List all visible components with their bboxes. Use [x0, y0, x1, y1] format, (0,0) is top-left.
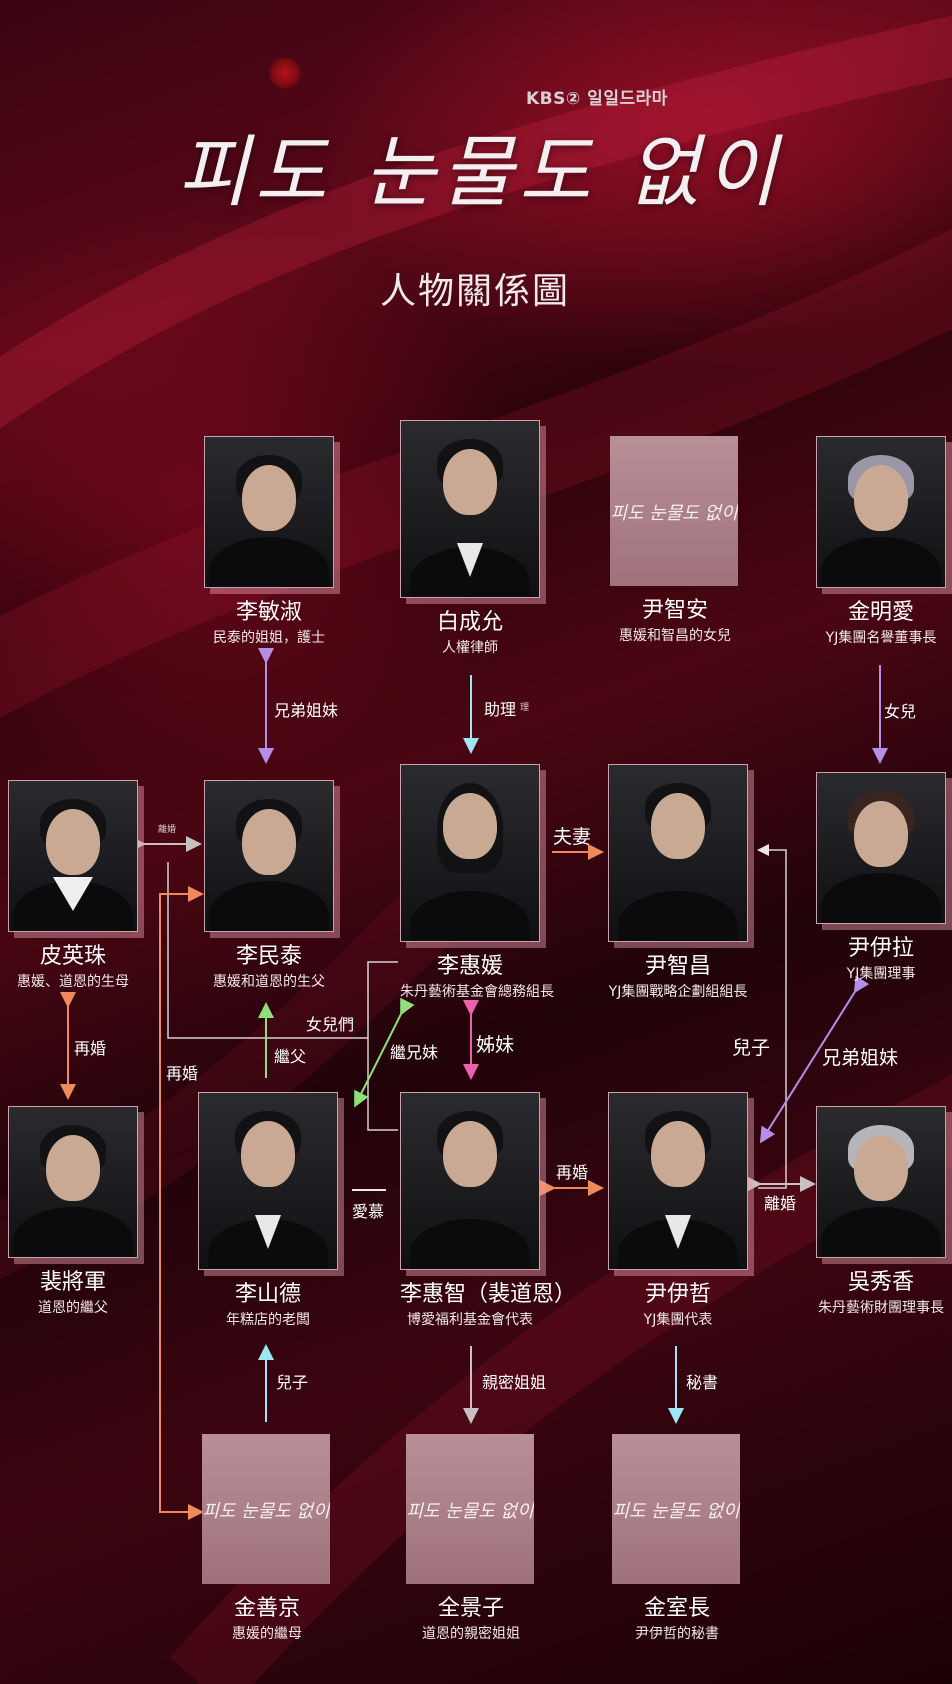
- character-name: 尹智昌: [608, 948, 748, 980]
- character-name: 尹智安: [610, 592, 740, 624]
- character-name: 金室長: [612, 1590, 742, 1622]
- character-name: 金明愛: [816, 594, 946, 626]
- relation-label: 再婚: [556, 1159, 588, 1183]
- portrait-li-mintai: [204, 780, 334, 932]
- character-role: 朱丹藝術財團理事長: [816, 1297, 946, 1317]
- placeholder-logo: 피도 눈물도 없이: [610, 499, 738, 525]
- relation-label: 理: [520, 700, 529, 713]
- card-jin-mingai: 金明愛 YJ集團名譽董事長: [816, 436, 946, 647]
- placeholder-logo: 피도 눈물도 없이: [406, 1497, 534, 1523]
- relation-label: 離婚: [158, 822, 176, 835]
- relation-label: 秘書: [686, 1369, 718, 1393]
- character-role: 惠媛的繼母: [202, 1623, 332, 1643]
- card-yin-yizhe: 尹伊哲 YJ集團代表: [608, 1092, 748, 1329]
- character-name: 李惠智（裴道恩）: [400, 1276, 540, 1308]
- portrait-li-shande: [198, 1092, 338, 1270]
- character-role: 年糕店的老闆: [198, 1309, 338, 1329]
- card-yin-yila: 尹伊拉 YJ集團理事: [816, 772, 946, 983]
- portrait-pei-jiangjun: [8, 1106, 138, 1258]
- relation-label: 兒子: [732, 1033, 770, 1060]
- character-role: 尹伊哲的秘書: [612, 1623, 742, 1643]
- portrait-placeholder: 피도 눈물도 없이: [202, 1434, 330, 1584]
- portrait-jin-mingai: [816, 436, 946, 588]
- character-role: YJ集團理事: [816, 963, 946, 983]
- card-li-shande: 李山德 年糕店的老闆: [198, 1092, 338, 1329]
- character-name: 皮英珠: [8, 938, 138, 970]
- relation-label: 姊妹: [476, 1030, 514, 1057]
- portrait-pi-yingzhu: [8, 780, 138, 932]
- character-role: 道恩的親密姐姐: [406, 1623, 536, 1643]
- card-yin-zhian: 피도 눈물도 없이 尹智安 惠媛和智昌的女兒: [610, 436, 740, 645]
- relation-label: 兒子: [276, 1369, 308, 1393]
- portrait-wu-xiuxiang: [816, 1106, 946, 1258]
- portrait-yin-zhichang: [608, 764, 748, 942]
- character-role: YJ集團戰略企劃組組長: [608, 981, 748, 1001]
- relation-label: 女兒們: [306, 1011, 354, 1035]
- placeholder-logo: 피도 눈물도 없이: [202, 1497, 330, 1523]
- portrait-yin-yizhe: [608, 1092, 748, 1270]
- portrait-li-huizhi: [400, 1092, 540, 1270]
- character-role: 惠媛和智昌的女兒: [610, 625, 740, 645]
- card-bai-chengyun: 白成允 人權律師: [400, 420, 540, 657]
- portrait-bai-chengyun: [400, 420, 540, 598]
- portrait-placeholder: 피도 눈물도 없이: [610, 436, 738, 586]
- relation-label: 繼父: [274, 1043, 306, 1067]
- relation-label: 夫妻: [553, 822, 591, 849]
- relation-label: 愛慕: [352, 1198, 384, 1222]
- character-name: 尹伊哲: [608, 1276, 748, 1308]
- portrait-placeholder: 피도 눈물도 없이: [406, 1434, 534, 1584]
- relation-label: 親密姐姐: [482, 1369, 546, 1393]
- character-name: 金善京: [202, 1590, 332, 1622]
- relation-label: 助理: [484, 696, 516, 720]
- character-role: 朱丹藝術基金會總務組長: [400, 981, 540, 1001]
- card-li-huizhi: 李惠智（裴道恩） 博愛福利基金會代表: [400, 1092, 540, 1329]
- character-role: YJ集團代表: [608, 1309, 748, 1329]
- relation-label: 再婚: [74, 1035, 106, 1059]
- character-role: 惠媛和道恩的生父: [204, 971, 334, 991]
- character-role: 惠媛、道恩的生母: [8, 971, 138, 991]
- character-role: 道恩的繼父: [8, 1297, 138, 1317]
- line-son-a: [758, 850, 786, 1188]
- character-role: 人權律師: [400, 637, 540, 657]
- placeholder-logo: 피도 눈물도 없이: [612, 1497, 740, 1523]
- card-li-minshu: 李敏淑 民泰的姐姐，護士: [204, 436, 334, 647]
- character-name: 吳秀香: [816, 1264, 946, 1296]
- card-pei-jiangjun: 裴將軍 道恩的繼父: [8, 1106, 138, 1317]
- card-yin-zhichang: 尹智昌 YJ集團戰略企劃組組長: [608, 764, 748, 1001]
- character-name: 李山德: [198, 1276, 338, 1308]
- relation-label: 繼兄妹: [390, 1039, 438, 1063]
- portrait-li-minshu: [204, 436, 334, 588]
- card-li-huiyuan: 李惠媛 朱丹藝術基金會總務組長: [400, 764, 540, 1001]
- relation-label: 再婚: [166, 1060, 198, 1084]
- character-name: 李惠媛: [400, 948, 540, 980]
- card-wu-xiuxiang: 吳秀香 朱丹藝術財團理事長: [816, 1106, 946, 1317]
- line-remarry-b: [160, 894, 200, 1512]
- card-pi-yingzhu: 皮英珠 惠媛、道恩的生母: [8, 780, 138, 991]
- portrait-yin-yila: [816, 772, 946, 924]
- character-name: 李民泰: [204, 938, 334, 970]
- card-jin-shizhang: 피도 눈물도 없이 金室長 尹伊哲的秘書: [612, 1434, 742, 1643]
- character-name: 白成允: [400, 604, 540, 636]
- character-role: 博愛福利基金會代表: [400, 1309, 540, 1329]
- relation-label: 女兒: [884, 698, 916, 722]
- portrait-placeholder: 피도 눈물도 없이: [612, 1434, 740, 1584]
- portrait-li-huiyuan: [400, 764, 540, 942]
- character-name: 李敏淑: [204, 594, 334, 626]
- relation-label: 離婚: [764, 1190, 796, 1214]
- card-jin-shanjing: 피도 눈물도 없이 金善京 惠媛的繼母: [202, 1434, 332, 1643]
- character-name: 尹伊拉: [816, 930, 946, 962]
- character-role: YJ集團名譽董事長: [816, 627, 946, 647]
- character-name: 裴將軍: [8, 1264, 138, 1296]
- relation-label: 兄弟姐妹: [822, 1043, 898, 1070]
- character-name: 全景子: [406, 1590, 536, 1622]
- card-li-mintai: 李民泰 惠媛和道恩的生父: [204, 780, 334, 991]
- relation-label: 兄弟姐妹: [274, 697, 338, 721]
- card-quan-jingzi: 피도 눈물도 없이 全景子 道恩的親密姐姐: [406, 1434, 536, 1643]
- character-role: 民泰的姐姐，護士: [204, 627, 334, 647]
